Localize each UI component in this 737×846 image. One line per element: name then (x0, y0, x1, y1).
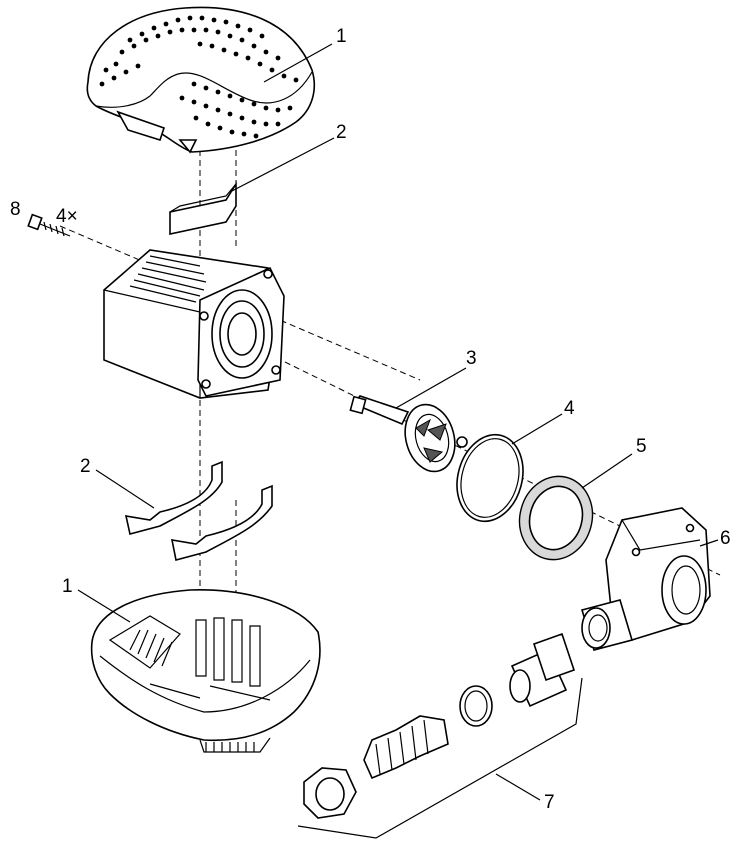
connector-set-part (297, 632, 583, 839)
pump-housing-part (580, 507, 711, 651)
label-bottom-weight: 2 (80, 456, 91, 477)
label-connector-set: 7 (544, 792, 555, 813)
cooling-fins (129, 255, 207, 303)
part-labels: 1 2 8 4× 3 4 5 6 2 1 7 (10, 26, 731, 813)
mesh-holes (99, 15, 299, 139)
top-cover-part (86, 6, 316, 154)
hose-steps (375, 719, 429, 775)
bearing-ring-part (518, 475, 594, 561)
label-bearing-ring: 5 (636, 436, 647, 457)
impeller-part (349, 395, 468, 473)
label-screw-qty: 4× (56, 206, 78, 227)
label-screw: 8 (10, 199, 21, 220)
label-pump-housing: 6 (720, 528, 731, 549)
base-grille (205, 742, 255, 752)
label-impeller: 3 (466, 348, 477, 369)
label-top-cover: 1 (336, 26, 347, 47)
motor-part (103, 249, 285, 399)
screw-part (27, 213, 71, 237)
label-bottom-cover: 1 (62, 576, 73, 597)
o-ring-part (456, 433, 524, 523)
bottom-weight-part (124, 460, 273, 561)
bottom-cover-part (90, 589, 321, 753)
base-ribs (129, 617, 271, 701)
label-o-ring: 4 (564, 398, 575, 419)
label-top-weight: 2 (336, 122, 347, 143)
leader-lines (77, 43, 719, 801)
top-weight-part (169, 181, 237, 235)
